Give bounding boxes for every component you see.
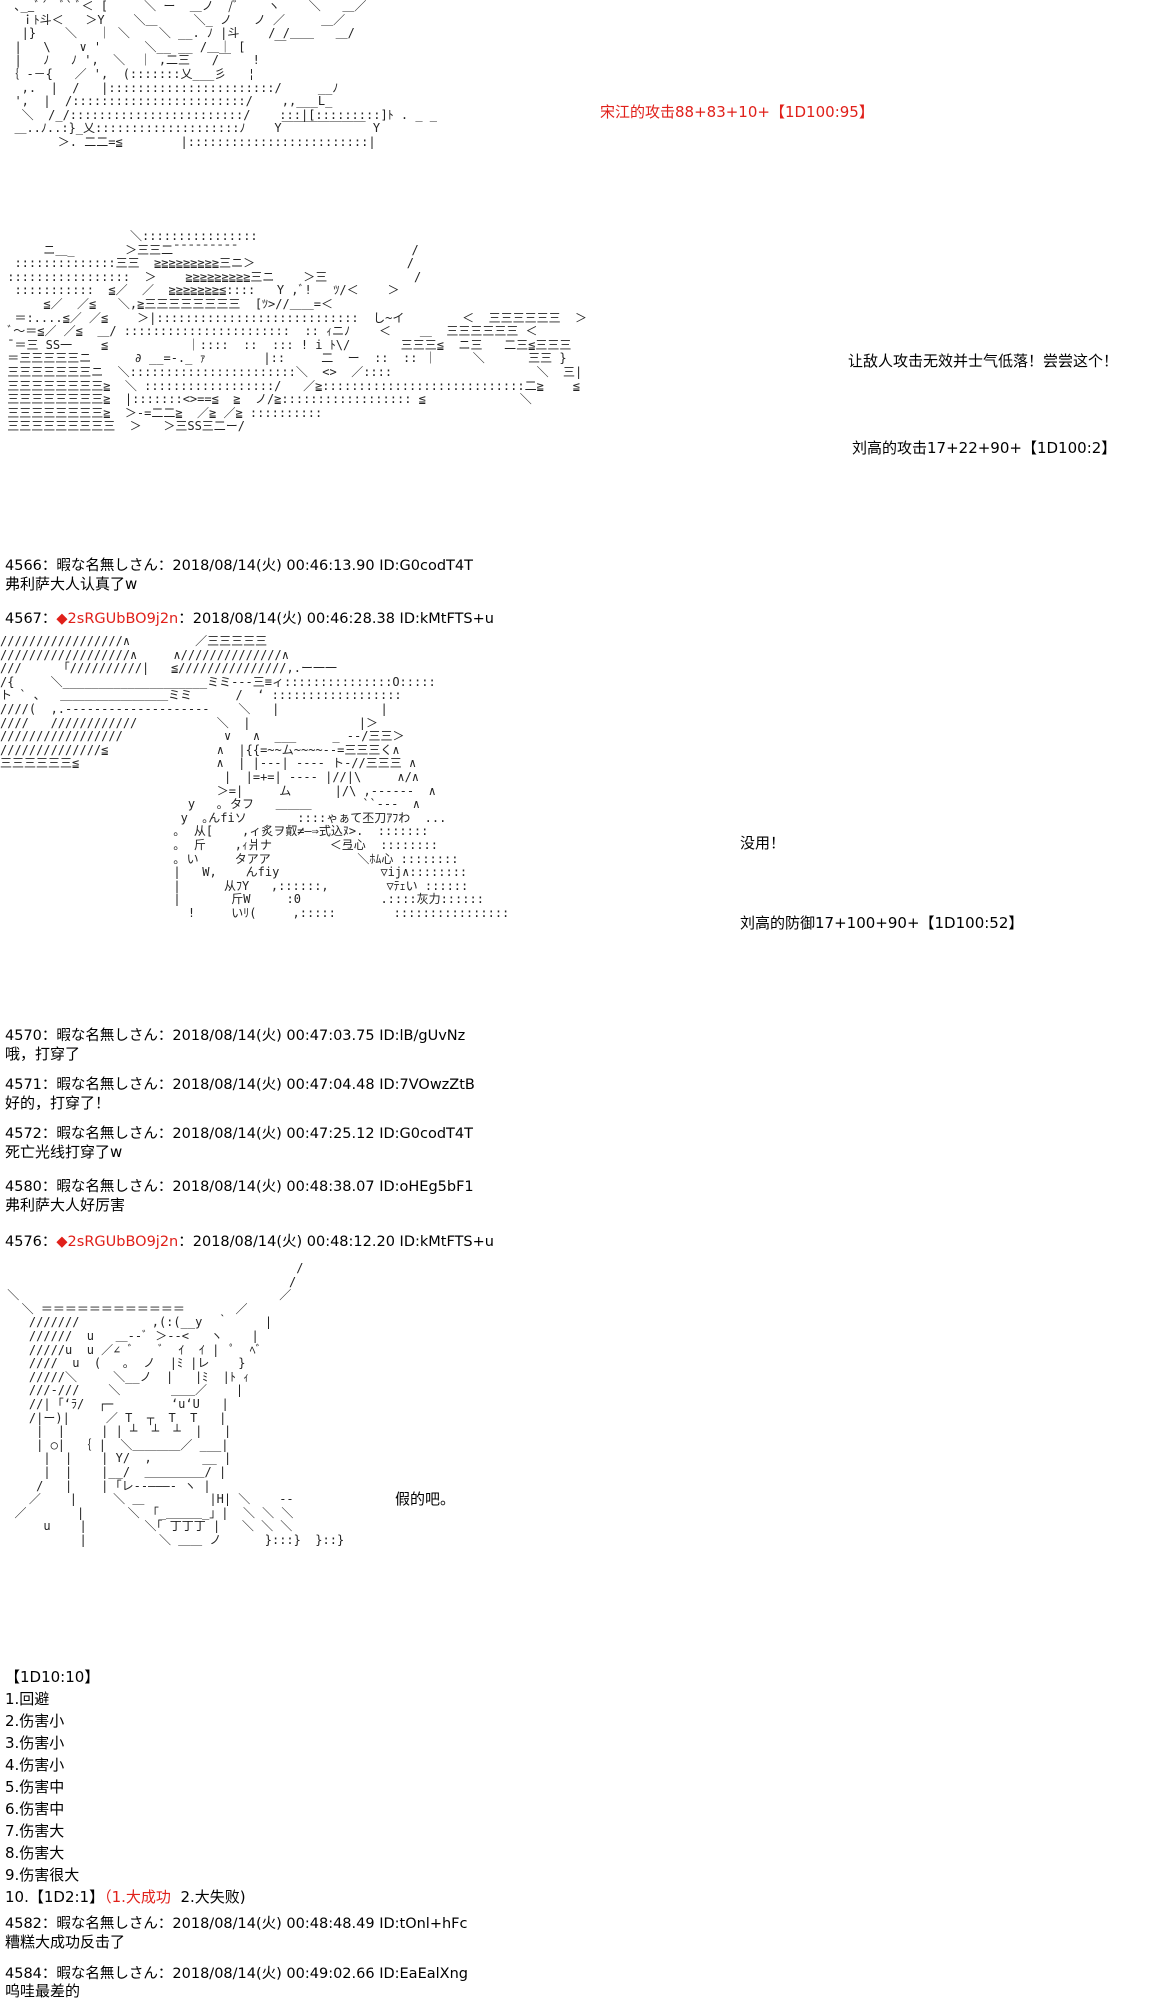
poster-name: 暇な名無しさん	[56, 1916, 158, 1932]
list-item: 2.伤害小	[5, 1712, 65, 1730]
post-header: 4582：暇な名無しさん：2018/08/14(火) 00:48:48.49 I…	[5, 1916, 468, 1932]
list-item: 4.伤害小	[5, 1756, 65, 1774]
poster-name: 暇な名無しさん	[56, 1126, 158, 1142]
poster-trip: ◆2sRGUbBO9j2n	[56, 611, 179, 627]
post-body: 糟糕大成功反击了	[5, 1933, 126, 1951]
ascii-art-top: ､__ﾞ´￣ﾞ` ﾞ＜ [ ＼ ー ＿ノ /ﾞ ヽ ＼ ＿／ ｉﾄ斗＜ ＞Y ＼…	[7, 0, 438, 149]
post-header: 4566：暇な名無しさん：2018/08/14(火) 00:46:13.90 I…	[5, 558, 473, 574]
poster-name: 暇な名無しさん	[56, 1966, 158, 1982]
post-number: 4567	[5, 611, 42, 627]
list-item: 9.伤害很大	[5, 1866, 80, 1884]
post-number: 4584	[5, 1966, 42, 1982]
post-number: 4571	[5, 1077, 42, 1093]
post-number: 4582	[5, 1916, 42, 1932]
list-item: 1.回避	[5, 1690, 50, 1708]
list-item-last: 10.【1D2:1】（1.大成功 2.大失败)	[5, 1888, 246, 1906]
post-date: ：2018/08/14(火) 00:47:03.75 ID:lB/gUvNz	[157, 1028, 466, 1044]
post-number: 4566	[5, 558, 42, 574]
post-date: ：2018/08/14(火) 00:48:12.20 ID:kMtFTS+u	[178, 1234, 494, 1250]
post-date: ：2018/08/14(火) 00:47:04.48 ID:7VOwzZtB	[157, 1077, 475, 1093]
dialog-no-way: 假的吧。	[395, 1490, 456, 1508]
post-date: ：2018/08/14(火) 00:48:48.49 ID:tOnl+hFc	[157, 1916, 468, 1932]
enemy-dialog-useless: 没用！	[740, 834, 786, 852]
post-body: 好的，打穿了！	[5, 1094, 111, 1112]
poster-name: 暇な名無しさん	[56, 558, 158, 574]
dice-result-list: 【1D10:10】 1.回避 2.伤害小 3.伤害小 4.伤害小 5.伤害中 6…	[5, 1666, 246, 1908]
post-body: 弗利萨大人认真了w	[5, 575, 138, 593]
post-header: 4580：暇な名無しさん：2018/08/14(火) 00:48:38.07 I…	[5, 1179, 474, 1195]
defense-roll-liugao: 刘高的防御17+100+90+【1D100:52】	[740, 914, 1024, 932]
ascii-art-beam: ＼:::::::::::::::: ニ＿_ ＞三三二¯¯¯¯¯¯¯¯¯ / ::…	[7, 230, 588, 434]
list-item: 3.伤害小	[5, 1734, 65, 1752]
list-item: 7.伤害大	[5, 1822, 65, 1840]
list-item: 8.伤害大	[5, 1844, 65, 1862]
post-header: 4571：暇な名無しさん：2018/08/14(火) 00:47:04.48 I…	[5, 1077, 475, 1093]
ascii-art-surprised-face: / / ＼ ／ ＼ ＝＝＝＝＝＝＝＝＝＝＝＝ ／ /////// ,(:(__y…	[7, 1262, 345, 1547]
attack-roll-liugao: 刘高的攻击17+22+90+【1D100:2】	[852, 439, 1117, 457]
poster-name: 暇な名無しさん	[56, 1077, 158, 1093]
post-body: 死亡光线打穿了w	[5, 1143, 123, 1161]
post-header: 4567：◆2sRGUbBO9j2n：2018/08/14(火) 00:46:2…	[5, 611, 494, 627]
post-date: ：2018/08/14(火) 00:46:28.38 ID:kMtFTS+u	[178, 611, 494, 627]
post-number: 4580	[5, 1179, 42, 1195]
attack-roll-songjiang: 宋江的攻击88+83+10+【1D100:95】	[600, 103, 874, 121]
post-number: 4576	[5, 1234, 42, 1250]
post-number: 4572	[5, 1126, 42, 1142]
list-item: 5.伤害中	[5, 1778, 65, 1796]
post-header: 4572：暇な名無しさん：2018/08/14(火) 00:47:25.12 I…	[5, 1126, 473, 1142]
enemy-dialog-taunt: 让敌人攻击无效并士气低落！尝尝这个！	[848, 352, 1119, 370]
post-date: ：2018/08/14(火) 00:48:38.07 ID:oHEg5bF1	[157, 1179, 474, 1195]
poster-trip: ◆2sRGUbBO9j2n	[56, 1234, 179, 1250]
ascii-art-frieza-attack: /////////////////∧ ／三三三三三 //////////////…	[0, 635, 510, 920]
post-body: 呜哇最差的	[5, 1982, 81, 2000]
post-body: 弗利萨大人好厉害	[5, 1196, 126, 1214]
post-header: 4570：暇な名無しさん：2018/08/14(火) 00:47:03.75 I…	[5, 1028, 466, 1044]
poster-name: 暇な名無しさん	[56, 1028, 158, 1044]
dice-header: 【1D10:10】	[5, 1668, 100, 1686]
post-date: ：2018/08/14(火) 00:49:02.66 ID:EaEalXng	[157, 1966, 468, 1982]
post-date: ：2018/08/14(火) 00:47:25.12 ID:G0codT4T	[157, 1126, 473, 1142]
post-body: 哦，打穿了	[5, 1045, 81, 1063]
poster-name: 暇な名無しさん	[56, 1179, 158, 1195]
post-date: ：2018/08/14(火) 00:46:13.90 ID:G0codT4T	[157, 558, 473, 574]
list-item: 6.伤害中	[5, 1800, 65, 1818]
post-header: 4576：◆2sRGUbBO9j2n：2018/08/14(火) 00:48:1…	[5, 1234, 494, 1250]
post-number: 4570	[5, 1028, 42, 1044]
dice-result-highlight: （1.大成功	[104, 1888, 171, 1906]
post-header: 4584：暇な名無しさん：2018/08/14(火) 00:49:02.66 I…	[5, 1966, 468, 1982]
